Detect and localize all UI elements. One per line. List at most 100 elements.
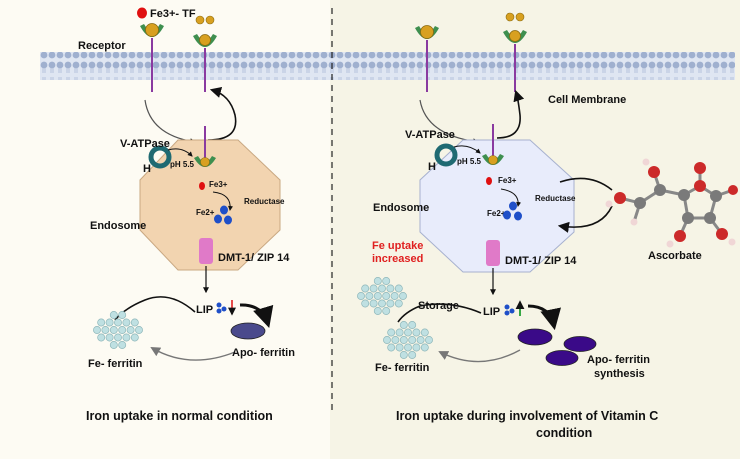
lip-label-right: LIP [483,306,500,318]
fe-ferritin-cluster-left [93,311,143,349]
apo-ferritin-right [563,336,597,352]
apo-ferritin-left [230,322,266,340]
dmt-label: DMT-1/ ZIP 14 [218,252,290,264]
lip-to-storage-arrow [397,303,482,323]
endocytosis-arrow-left [144,99,197,145]
fe-ferritin-cluster-right [383,321,433,359]
ferritin-sphere [97,318,106,327]
ferritin-sphere [109,341,118,349]
fe-ferritin-label-right: Fe- ferritin [375,362,430,374]
dmt-label-right: DMT-1/ ZIP 14 [505,255,577,267]
ferritin-sphere [412,328,421,337]
receptor-with-transferrin [193,15,217,92]
ferritin-sphere [408,336,417,344]
ferritin-sphere [357,292,365,300]
ferritin-sphere [369,299,378,308]
ferritin-sphere [408,351,417,359]
ferritin-sphere [130,318,139,327]
ferritin-sphere [378,299,386,308]
ferritin-sphere [390,292,399,300]
ph-label: pH 5.5 [170,160,195,169]
endosome-left [139,139,281,271]
ferritin-sphere [394,284,403,293]
fe3-ion-icon [199,182,205,190]
ferritin-sphere [373,277,382,285]
ferritin-sphere [105,333,114,342]
apo-ferritin-synthesis-label: Apo- ferritin [587,354,650,366]
ascorbate-to-fe3-arrow [559,177,613,191]
ferritin-sphere [408,321,417,329]
endosome-label-right: Endosome [373,202,429,214]
endosome-receptor-left [194,126,216,167]
reductase-label: Reductase [244,197,285,206]
ferritin-sphere [118,341,127,349]
ferritin-sphere [93,326,101,334]
ferritin-sphere [395,343,404,352]
receptor-label: Receptor [78,40,126,52]
ascorbate-molecule-icon [605,158,738,248]
ferritin-sphere [382,307,391,315]
dmt1-transporter-left [199,238,213,264]
lip-to-apoferritin-arrow-right [527,304,561,331]
ferritin-sphere [118,326,127,334]
ferritin-sphere [404,343,412,352]
ferritin-sphere [114,318,122,327]
recycling-arrow-left [207,87,237,141]
ferritin-sphere [130,333,139,342]
fe2-ions-icon [214,205,232,225]
ferritin-sphere [361,299,370,308]
ferritin-sphere [361,284,370,293]
receptor-right-1 [415,25,439,92]
lip-to-apoferritin-arrow [239,303,274,329]
reduction-arrow-right [500,188,522,207]
ferritin-sphere [394,299,403,308]
ferritin-sphere [383,336,391,344]
ferritin-sphere [416,336,425,344]
ferritin-sphere [399,336,408,344]
ferritin-sphere [382,292,391,300]
lip-iron-icon-right [504,304,515,316]
endosome-label: Endosome [90,220,146,232]
ph-label-right: pH 5.5 [457,157,482,166]
proton-arrow-left [167,148,193,157]
receptor-with-fe-tf [137,7,164,92]
ferritin-sphere [387,328,396,337]
fe-tf-label: Fe3+- TF [150,8,196,20]
left-caption: Iron uptake in normal condition [86,409,273,423]
ferritin-sphere [382,277,391,285]
cell-membrane-label: Cell Membrane [548,94,626,106]
v-atpase-pump-left [148,145,172,169]
apo-ferritin-synthesis-label: synthesis [594,368,645,380]
ferritin-sphere [386,284,395,293]
fe3-ion-icon [486,177,492,185]
fe2-label: Fe2+ [196,208,215,217]
h-label: H [143,163,151,175]
ferritin-sphere [114,333,122,342]
ferritin-sphere [404,328,412,337]
ferritin-sphere [369,284,378,293]
ferritin-sphere [399,321,408,329]
ferritin-sphere [122,333,131,342]
ferritin-sphere [395,328,404,337]
cell-membrane [40,52,735,80]
ferritin-sphere [105,318,114,327]
fe-uptake-label: Fe uptake [372,240,423,252]
ferritin-sphere [118,311,127,319]
v-atpase-label-right: V-ATPase [405,129,455,141]
v-atpase-pump-right [434,143,458,167]
ferritin-sphere [109,326,118,334]
apo-ferritin-right [517,328,553,346]
dmt1-transporter-right [486,240,500,266]
proton-arrow-right [453,145,481,154]
ascorbate-label: Ascorbate [648,250,702,262]
ferritin-sphere [420,343,429,352]
fe-ferritin-cluster-right-top [357,277,407,315]
reductase-label-right: Reductase [535,194,576,203]
fe2-ions-icon-right [503,201,522,221]
ferritin-sphere [126,326,135,334]
endosome-receptor-right [482,124,504,165]
apo-ferritin-label: Apo- ferritin [232,347,295,359]
ferritin-sphere [399,351,408,359]
